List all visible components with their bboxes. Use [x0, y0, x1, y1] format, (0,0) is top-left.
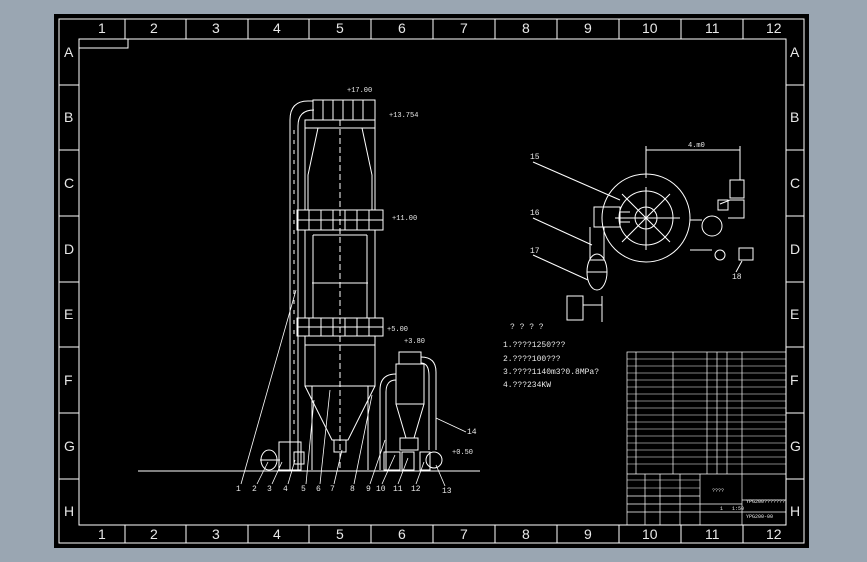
notes-heading: ? ? ? ? [510, 323, 544, 332]
row-label: B [790, 109, 800, 125]
col-label: 12 [766, 526, 782, 542]
col-label: 1 [98, 20, 106, 36]
col-label: 11 [705, 20, 720, 36]
col-label: 6 [398, 526, 406, 542]
col-label: 10 [642, 20, 658, 36]
col-label: 9 [584, 526, 592, 542]
row-label: F [790, 372, 799, 388]
part-label: 14 [467, 428, 477, 437]
col-label: 5 [336, 526, 344, 542]
part-label: 1 [236, 485, 241, 494]
col-label: 4 [273, 526, 281, 542]
col-label: 3 [212, 526, 220, 542]
note-line: 4.???234KW [503, 381, 552, 390]
row-label: E [790, 306, 800, 322]
col-label: 8 [522, 526, 530, 542]
drawing-number: YPG200-00 [746, 514, 774, 520]
quantity: 1 [720, 506, 724, 512]
row-label: D [64, 241, 75, 257]
title-block-rows [627, 358, 786, 489]
scale-label: ???? [712, 488, 725, 494]
row-label: A [790, 44, 800, 60]
part-label: 4 [283, 485, 288, 494]
drawing-title: YPG200??????? [746, 499, 786, 505]
part-label: 5 [301, 485, 306, 494]
grid-ticks [59, 19, 804, 543]
title-block [626, 351, 787, 526]
part-label: 9 [366, 485, 371, 494]
corner-stamp [79, 39, 129, 49]
row-label: G [790, 438, 801, 454]
part-label: 15 [530, 153, 540, 162]
row-label: F [64, 372, 73, 388]
plan-dimension: 4.m0 [688, 142, 705, 150]
col-label: 3 [212, 20, 220, 36]
col-label: 7 [460, 20, 468, 36]
row-label: C [790, 175, 801, 191]
hot-air-duct [260, 100, 315, 471]
cyclone-separator [379, 351, 443, 471]
row-label: H [64, 503, 75, 519]
part-label: 13 [442, 487, 452, 496]
elevation-cyclone: +3.80 [404, 338, 426, 346]
outer-border [58, 18, 805, 544]
col-label: 10 [642, 526, 658, 542]
elevation-middle: +11.00 [392, 215, 418, 223]
row-label: B [64, 109, 74, 125]
part-label: 18 [732, 273, 742, 282]
part-label: 6 [316, 485, 321, 494]
col-label: 6 [398, 20, 406, 36]
col-label: 8 [522, 20, 530, 36]
drawing-background [54, 14, 809, 548]
col-label: 4 [273, 20, 281, 36]
col-label: 1 [98, 526, 106, 542]
col-label: 5 [336, 20, 344, 36]
note-line: 3.????1140m3?0.8MPa? [503, 368, 600, 377]
elevation-base: +0.50 [452, 449, 474, 457]
note-line: 1.????1250??? [503, 341, 566, 350]
note-line: 2.????100??? [503, 355, 561, 364]
scale-ratio: 1:50 [732, 506, 745, 512]
row-label: E [64, 306, 74, 322]
part-label: 3 [267, 485, 272, 494]
part-label: 2 [252, 485, 257, 494]
elevation-top: +17.00 [347, 87, 373, 95]
col-label: 7 [460, 526, 468, 542]
plan-view [532, 146, 754, 322]
leader-lines [240, 289, 467, 487]
row-label: A [64, 44, 74, 60]
spray-dryer-tower [296, 99, 384, 470]
part-label: 11 [393, 485, 403, 494]
part-label: 12 [411, 485, 421, 494]
row-label: G [64, 438, 75, 454]
row-label: D [790, 241, 801, 257]
col-label: 11 [705, 526, 720, 542]
elevation-lower: +5.00 [387, 326, 409, 334]
part-label: 10 [376, 485, 386, 494]
part-label: 17 [530, 247, 540, 256]
row-label: H [790, 503, 801, 519]
col-label: 9 [584, 20, 592, 36]
part-label: 16 [530, 209, 540, 218]
col-label: 2 [150, 526, 158, 542]
part-label: 7 [330, 485, 335, 494]
col-label: 12 [766, 20, 782, 36]
part-label: 8 [350, 485, 355, 494]
elevation-upper: +13.754 [389, 112, 419, 120]
col-label: 2 [150, 20, 158, 36]
row-label: C [64, 175, 75, 191]
